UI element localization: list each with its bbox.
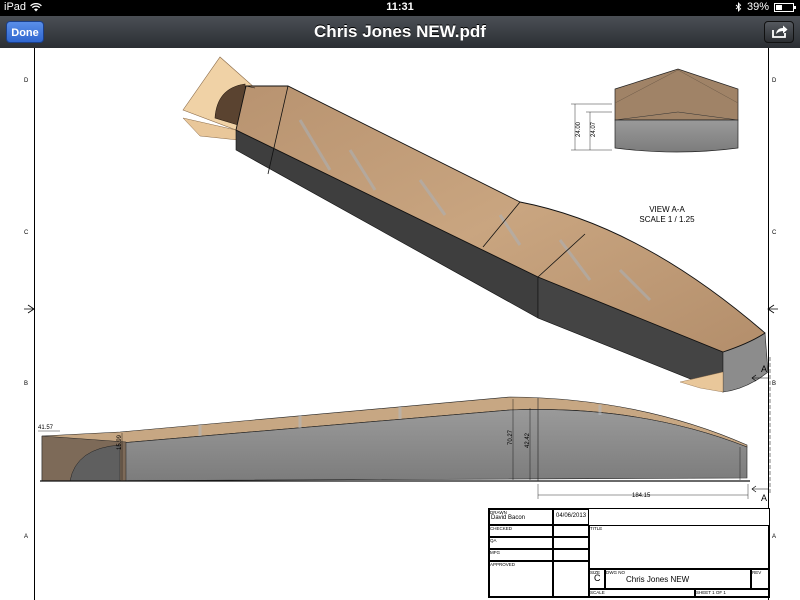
drawn-cell: DRAWN David Bacon	[489, 509, 553, 525]
scale-cell: SCALE	[589, 589, 695, 597]
mfg-date-cell	[553, 549, 589, 561]
dimension-label: 41.57	[38, 425, 54, 431]
zone-label: A	[24, 534, 29, 540]
section-marker-label: A	[761, 364, 767, 374]
pdf-page[interactable]: D C B A D C B A	[0, 48, 800, 600]
title-cell: TITLE	[589, 525, 769, 569]
approved-date-cell	[553, 561, 589, 597]
drawn-by: David Bacon	[491, 515, 526, 521]
done-button[interactable]: Done	[6, 21, 44, 43]
dimension-label: 184.15	[632, 493, 651, 499]
status-right: 39%	[735, 1, 796, 13]
zone-label: A	[772, 534, 777, 540]
isometric-view	[182, 56, 771, 495]
size-value: C	[594, 573, 601, 583]
qa-cell: QA	[489, 537, 553, 549]
wifi-icon	[30, 2, 42, 11]
rev-label: REV	[752, 570, 762, 575]
approved-cell: APPROVED	[489, 561, 553, 597]
side-view: 41.57 15.99 70.27 42.42 184.15	[38, 396, 768, 499]
battery-fill	[776, 4, 782, 10]
battery-percent: 39%	[746, 1, 769, 13]
dimension-label: 70.27	[508, 429, 514, 445]
date-cell: 04/06/2013	[553, 509, 589, 525]
zone-label: B	[24, 381, 29, 387]
checked-label: CHECKED	[490, 526, 513, 531]
drawn-date: 04/06/2013	[556, 513, 587, 519]
share-icon	[772, 25, 788, 38]
status-time: 11:31	[386, 1, 414, 13]
title-block: DRAWN David Bacon 04/06/2013 CHECKED QA …	[488, 508, 770, 598]
zone-label: C	[24, 230, 29, 236]
zone-label: C	[772, 230, 777, 236]
qa-date-cell	[553, 537, 589, 549]
approved-label: APPROVED	[490, 562, 516, 567]
dwg-no-value: Chris Jones NEW	[626, 575, 690, 584]
drawing-frame-right	[768, 48, 769, 600]
sheet-value: SHEET 1 OF 1	[696, 590, 726, 595]
frame-center-marker	[24, 304, 35, 314]
status-bar: iPad 11:31 39%	[0, 0, 800, 16]
dimension-label: 15.99	[117, 434, 123, 450]
view-caption-line: VIEW A-A	[649, 205, 685, 214]
dwg-no-label: DWG NO	[606, 570, 625, 575]
drawn-label: DRAWN	[490, 510, 507, 515]
share-button[interactable]	[764, 21, 794, 43]
sheet-cell: SHEET 1 OF 1	[695, 589, 769, 597]
size-label: SIZE	[590, 570, 601, 575]
device-name: iPad	[4, 1, 27, 13]
dwg-no-cell: DWG NO Chris Jones NEW	[605, 569, 751, 589]
checked-date-cell	[553, 525, 589, 537]
zone-label: B	[772, 381, 777, 387]
battery-icon	[774, 2, 796, 12]
scale-label: SCALE	[590, 590, 605, 595]
mfg-cell: MFG	[489, 549, 553, 561]
qa-label: QA	[490, 538, 497, 543]
document-title: Chris Jones NEW.pdf	[314, 22, 486, 41]
view-caption-line: SCALE 1 / 1.25	[639, 215, 695, 224]
cad-drawing: 24.00 24.07 41.57 15.99 70.27	[24, 56, 778, 503]
status-left: iPad	[4, 1, 42, 13]
size-cell: SIZE C	[589, 569, 605, 589]
dimension-label: 24.00	[576, 121, 582, 137]
nav-bar: Done Chris Jones NEW.pdf	[0, 16, 800, 49]
checked-cell: CHECKED	[489, 525, 553, 537]
dimension-label: 24.07	[591, 121, 597, 137]
zone-label: D	[24, 78, 29, 84]
mfg-label: MFG	[490, 550, 500, 555]
title-label: TITLE	[590, 526, 603, 531]
dimension-label: 42.42	[525, 432, 531, 448]
section-marker-label: A	[761, 493, 767, 503]
drawing-frame-left	[34, 48, 35, 600]
view-caption: VIEW A-A SCALE 1 / 1.25	[627, 205, 707, 225]
rev-cell: REV	[751, 569, 769, 589]
section-view-a-a: 24.00 24.07	[571, 68, 739, 153]
frame-center-marker	[767, 304, 778, 314]
zone-label: D	[772, 78, 777, 84]
bluetooth-icon	[735, 2, 742, 12]
